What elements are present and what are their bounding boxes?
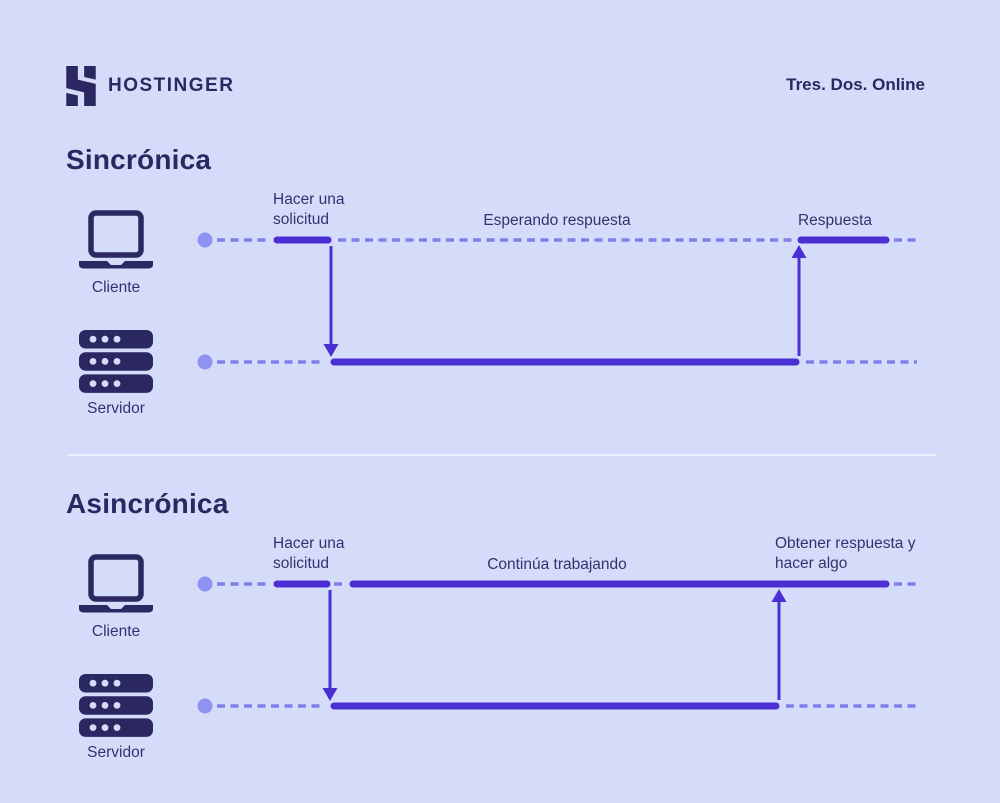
async-client-actor: Cliente [64, 554, 168, 641]
sync-client-actor: Cliente [64, 210, 168, 297]
async-server-start-dot [197, 698, 213, 714]
server-stack-icon [79, 674, 153, 737]
async-response-label: Obtener respuesta y hacer algo [775, 535, 916, 572]
brand-name: HOSTINGER [108, 75, 235, 96]
actor-label: Cliente [91, 623, 141, 640]
sync-server-actor: Servidor [64, 330, 168, 418]
actor-label: Cliente [91, 279, 141, 296]
async-working-label: Continúa trabajando [487, 556, 627, 573]
hostinger-logo-icon [66, 66, 96, 106]
tagline: Tres. Dos. Online [786, 75, 925, 94]
async-request-arrow [322, 590, 338, 701]
section-title-sincronica: Sincrónica [66, 144, 212, 175]
async-server-actor: Servidor [64, 674, 168, 762]
server-stack-icon [79, 330, 153, 393]
actor-label: Servidor [87, 744, 145, 761]
async-response-arrow [771, 589, 787, 700]
async-request-label: Hacer una solicitud [273, 535, 345, 572]
section-divider [68, 454, 936, 456]
sync-response-arrow [791, 245, 807, 356]
sync-server-start-dot [197, 354, 213, 370]
sync-request-label: Hacer una solicitud [273, 191, 345, 228]
sync-client-start-dot [197, 232, 213, 248]
laptop-icon [79, 554, 153, 613]
sync-response-label: Respuesta [797, 212, 873, 229]
sync-request-arrow [323, 246, 339, 357]
actor-label: Servidor [87, 400, 145, 417]
section-title-asincronica: Asincrónica [66, 488, 229, 519]
async-client-start-dot [197, 576, 213, 592]
sync-waiting-label: Esperando respuesta [483, 212, 631, 229]
brand: HOSTINGER [66, 66, 234, 106]
laptop-icon [79, 210, 153, 269]
